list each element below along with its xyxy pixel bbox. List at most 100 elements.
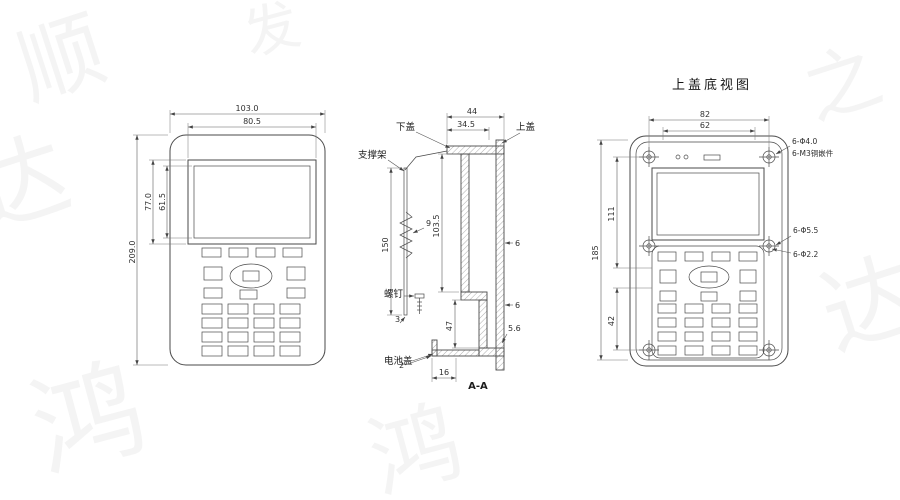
key-opening <box>684 331 704 342</box>
key-opening <box>711 317 731 328</box>
menu-button <box>201 247 222 258</box>
label-top-cover: 上盖 <box>516 121 536 133</box>
annotation-holes-40: 6-Φ4.0 <box>792 137 818 146</box>
dim-overall-height: 209.0 <box>128 241 137 264</box>
key-opening <box>711 345 731 356</box>
dim-spring: 9 <box>426 219 431 228</box>
key-opening <box>711 331 731 342</box>
dim-gap-3: 3 <box>395 315 400 324</box>
key-button <box>201 345 223 357</box>
label-bottom-cover: 下盖 <box>396 121 416 133</box>
device-body-outline <box>169 134 326 366</box>
watermark-glyph: 鸿 <box>359 389 473 500</box>
dim-overall-width: 103.0 <box>236 104 259 113</box>
menu-opening <box>738 251 758 262</box>
view-title: 上盖底视图 <box>672 77 752 93</box>
side-button <box>286 266 306 281</box>
key-opening <box>657 331 677 342</box>
key-opening <box>657 317 677 328</box>
dim-hole-span-width: 82 <box>700 110 710 119</box>
key-opening <box>684 317 704 328</box>
menu-button <box>255 247 276 258</box>
key-button <box>253 345 275 357</box>
dpad-opening <box>688 265 730 289</box>
side-opening <box>659 269 677 284</box>
top-cover-bottom-view: 上盖底视图 <box>591 77 834 367</box>
annotation-holes-22: 6-Φ2.2 <box>793 250 819 259</box>
label-screw: 螺钉 <box>384 289 404 300</box>
menu-opening <box>684 251 704 262</box>
annotation-holes-55: 6-Φ5.5 <box>793 226 819 235</box>
bottom-plate-section <box>478 347 505 357</box>
dim-gap-2: 2 <box>399 361 404 370</box>
dim-display-height: 61.5 <box>158 193 167 211</box>
dpad-center-button <box>242 270 260 282</box>
screen-opening <box>651 167 765 241</box>
dim-wall-height: 103.5 <box>432 215 441 238</box>
menu-opening <box>711 251 731 262</box>
dim-overall-height: 185 <box>591 245 600 260</box>
dim-inner-width: 62 <box>700 121 710 130</box>
screw-boss <box>639 236 659 256</box>
dim-screen-height: 77.0 <box>144 193 153 211</box>
bottom-cover-section <box>446 145 505 155</box>
key-button <box>227 331 249 343</box>
inner-wall-section <box>460 153 470 293</box>
battery-cover-section <box>431 349 480 357</box>
dim-lower-height: 47 <box>445 321 454 331</box>
watermark-glyph: 达 <box>808 238 900 372</box>
screw-boss <box>759 147 779 167</box>
dim-thickness-b: 6 <box>515 301 520 310</box>
bracket-top-arm <box>404 150 448 171</box>
screw-boss <box>759 340 779 360</box>
small-hole <box>683 154 689 160</box>
small-hole <box>675 154 681 160</box>
key-button <box>279 331 301 343</box>
dim-width-top: 44 <box>467 107 477 116</box>
key-button <box>227 317 249 329</box>
watermark-glyph: 达 <box>0 118 82 252</box>
dim-thickness-a: 6 <box>515 239 520 248</box>
function-button <box>203 287 223 299</box>
key-opening <box>684 345 704 356</box>
function-opening <box>700 291 718 302</box>
dpad-ring <box>229 263 273 289</box>
key-button <box>279 345 301 357</box>
label-support-bracket: 支撑架 <box>358 149 387 161</box>
battery-cover-lip <box>431 339 438 357</box>
screen-bezel <box>187 159 317 245</box>
key-opening <box>657 345 677 356</box>
top-slot <box>703 154 721 161</box>
key-button <box>227 345 249 357</box>
cover-outer-outline <box>629 135 789 367</box>
screen-display <box>193 165 311 239</box>
watermark-glyph: 顺 <box>6 0 117 120</box>
menu-button <box>228 247 249 258</box>
key-button <box>227 303 249 315</box>
section-view: 下盖 上盖 支撑架 螺钉 电池盖 44 34.5 103.5 150 9 47 … <box>358 107 536 392</box>
key-opening <box>657 303 677 314</box>
dim-thickness-c: 5.6 <box>508 324 521 333</box>
dpad-center-opening <box>700 271 718 283</box>
function-button <box>239 289 258 300</box>
dim-lower-height: 42 <box>607 316 616 326</box>
key-button <box>253 317 275 329</box>
key-button <box>279 317 301 329</box>
section-label: A-A <box>468 381 488 392</box>
function-button <box>286 287 306 299</box>
front-view: 103.0 80.5 77.0 61.5 209.0 <box>128 104 326 366</box>
screw-boss <box>759 236 779 256</box>
screw-head <box>414 293 425 299</box>
menu-button <box>282 247 303 258</box>
dim-upper-height: 111 <box>607 206 616 221</box>
dim-screen-width: 80.5 <box>243 117 261 126</box>
screen-opening-inner <box>656 172 760 236</box>
annotation-inserts-m3: 6-M3铜嵌件 <box>792 148 834 158</box>
side-button <box>203 266 223 281</box>
key-button <box>201 317 223 329</box>
key-opening <box>711 303 731 314</box>
dim-bracket-height: 150 <box>381 237 390 252</box>
dim-battery-width: 16 <box>439 368 449 377</box>
key-button <box>253 331 275 343</box>
